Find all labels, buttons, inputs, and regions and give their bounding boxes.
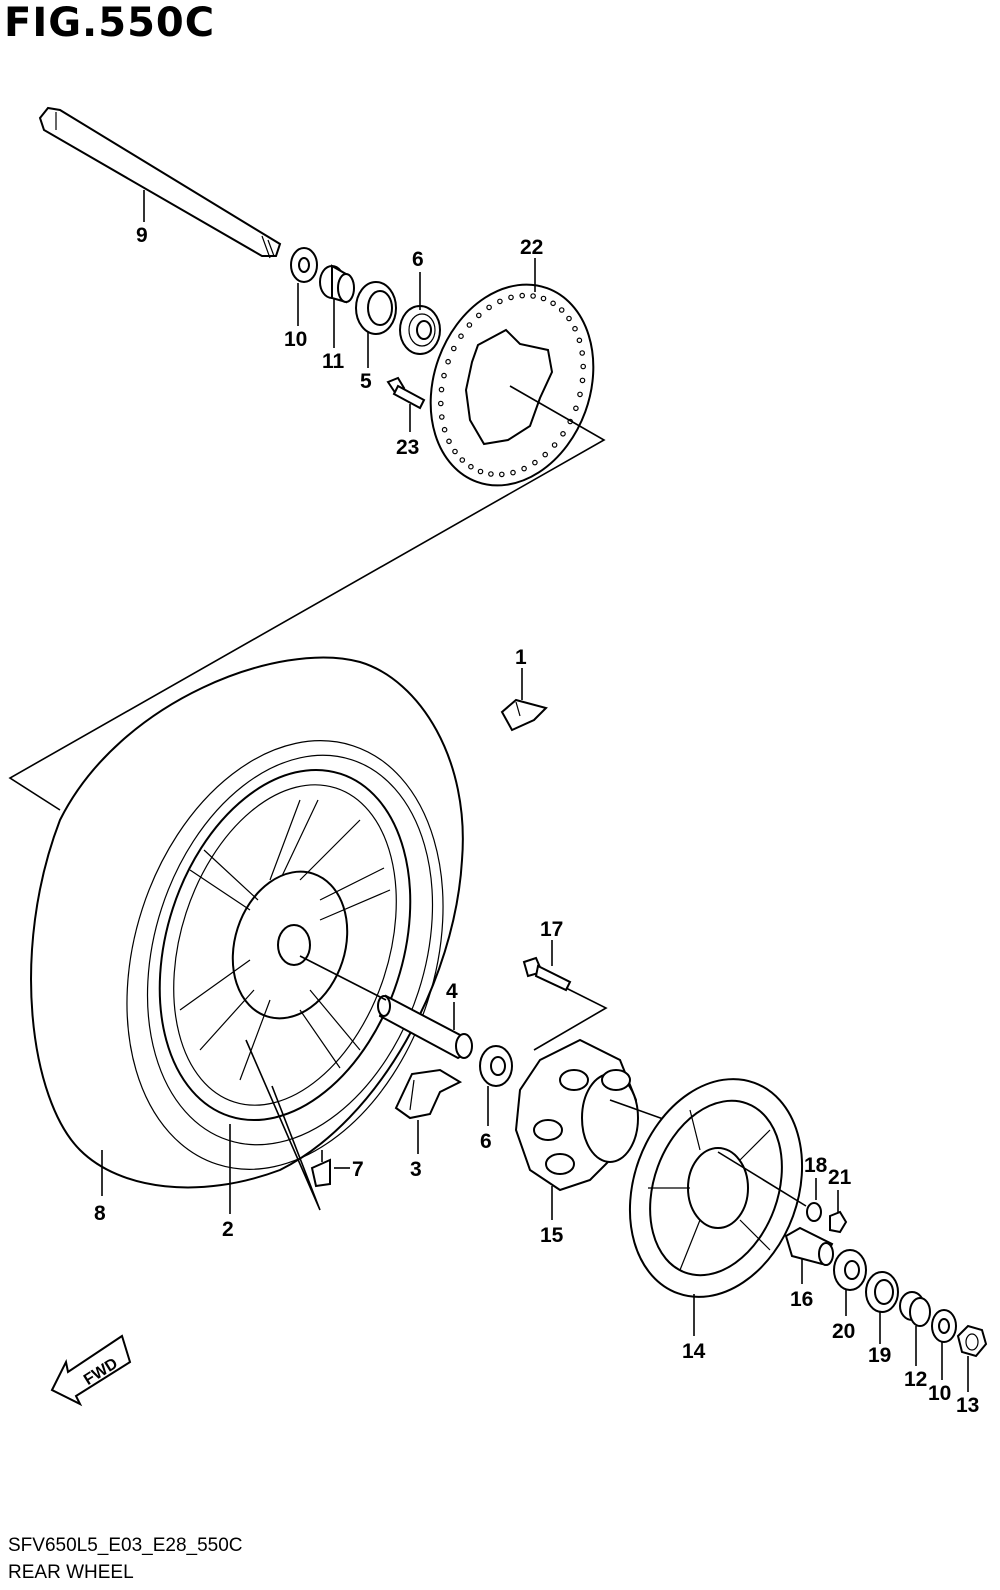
callout-1: 1: [515, 646, 527, 669]
disc-hole: [475, 312, 482, 319]
callout-11: 11: [322, 350, 345, 373]
callout-10-upper: 10: [284, 328, 307, 351]
leader-lines: [101, 190, 969, 1392]
callout-labels: 9 10 11 5 6 23 22 1 17 4 6 3 7 8 2 15 14…: [94, 224, 979, 1417]
bearing-part-6-upper[interactable]: [399, 305, 441, 355]
disc-hole: [519, 292, 526, 299]
disc-hole: [438, 414, 445, 420]
callout-14: 14: [682, 1340, 706, 1363]
disc-hole: [579, 377, 586, 384]
disc-hole: [521, 465, 527, 472]
washer-part-10-lower[interactable]: [931, 1309, 957, 1343]
callout-13: 13: [956, 1394, 979, 1417]
callout-19: 19: [868, 1344, 891, 1367]
nut-part-21[interactable]: [829, 1210, 848, 1234]
disc-hole: [566, 315, 572, 322]
callout-10-lower: 10: [928, 1382, 951, 1405]
disc-hole: [458, 333, 464, 340]
disc-hole: [576, 337, 583, 344]
disc-hole: [466, 322, 473, 328]
oil-seal-part-19[interactable]: [865, 1271, 899, 1313]
bolt-part-23[interactable]: [386, 376, 426, 410]
spacer-part-12[interactable]: [899, 1291, 931, 1327]
washer-part-10[interactable]: [290, 247, 318, 283]
disc-hole: [441, 372, 447, 379]
disc-holes: [437, 292, 587, 478]
damper-part-1[interactable]: [500, 698, 548, 732]
callout-17: 17: [540, 918, 563, 941]
callout-16: 16: [790, 1288, 813, 1311]
callout-6-lower: 6: [480, 1130, 492, 1153]
disc-hole: [452, 448, 458, 455]
callout-15: 15: [540, 1224, 564, 1247]
callout-2: 2: [222, 1218, 234, 1241]
sprocket-hub-part-15[interactable]: [514, 1038, 639, 1192]
callout-9: 9: [136, 224, 148, 247]
callout-23: 23: [396, 436, 419, 459]
figure-caption: REAR WHEEL: [8, 1562, 134, 1583]
disc-hole: [450, 345, 457, 352]
disc-hole: [573, 405, 579, 412]
callout-22: 22: [520, 236, 543, 259]
disc-hole: [459, 457, 466, 463]
callout-7: 7: [352, 1158, 364, 1181]
callout-21: 21: [828, 1166, 852, 1189]
disc-hole: [486, 304, 492, 311]
model-code: SFV650L5_E03_E28_550C: [8, 1535, 243, 1556]
disc-hole: [477, 468, 484, 475]
callout-6-upper: 6: [412, 248, 424, 271]
callout-3: 3: [410, 1158, 422, 1181]
valve-part-7[interactable]: [310, 1150, 331, 1188]
damper-part-3[interactable]: [394, 1068, 463, 1120]
disc-hole: [558, 307, 565, 313]
disc-hole: [550, 300, 556, 307]
callout-20: 20: [832, 1320, 855, 1343]
sprocket-part-14[interactable]: [601, 1055, 832, 1322]
disc-hole: [488, 471, 494, 477]
disc-hole: [579, 350, 586, 356]
callout-18: 18: [804, 1154, 828, 1177]
disc-hole: [540, 295, 547, 302]
disc-hole: [577, 391, 583, 398]
bearing-part-20[interactable]: [833, 1249, 867, 1291]
spacer-part-4[interactable]: [377, 994, 473, 1060]
disc-hole: [551, 442, 558, 448]
disc-hole: [542, 451, 549, 458]
spacer-part-11[interactable]: [319, 264, 355, 304]
wheel-part-2[interactable]: [117, 737, 453, 1152]
oil-seal-part-5[interactable]: [355, 281, 397, 335]
callout-4: 4: [446, 980, 458, 1003]
disc-hole: [437, 400, 444, 407]
collar-part-16[interactable]: [784, 1226, 834, 1266]
disc-hole: [510, 469, 516, 476]
disc-hole: [497, 298, 503, 305]
callout-12: 12: [904, 1368, 927, 1391]
disc-hole: [508, 294, 514, 301]
fwd-arrow-icon: FWD: [50, 1334, 132, 1407]
callout-8: 8: [94, 1202, 106, 1225]
disc-hole: [446, 438, 452, 445]
axle-nut-part-13[interactable]: [956, 1324, 988, 1358]
disc-hole: [445, 358, 451, 365]
disc-hole: [580, 363, 587, 370]
brake-disc-part-22[interactable]: [403, 262, 620, 509]
bearing-part-6-lower[interactable]: [479, 1045, 513, 1087]
disc-hole: [441, 426, 448, 433]
disc-hole: [530, 293, 536, 299]
disc-hole: [560, 430, 566, 437]
figure-title: FIG.550C: [4, 0, 216, 46]
disc-hole: [438, 386, 445, 393]
callout-5: 5: [360, 370, 372, 393]
disc-hole: [498, 471, 505, 478]
disc-hole: [532, 459, 538, 466]
washer-part-18[interactable]: [806, 1202, 822, 1222]
axle-part[interactable]: [38, 106, 282, 259]
bolt-part-17[interactable]: [522, 956, 572, 992]
disc-hole: [572, 325, 578, 332]
disc-hole: [468, 463, 474, 470]
